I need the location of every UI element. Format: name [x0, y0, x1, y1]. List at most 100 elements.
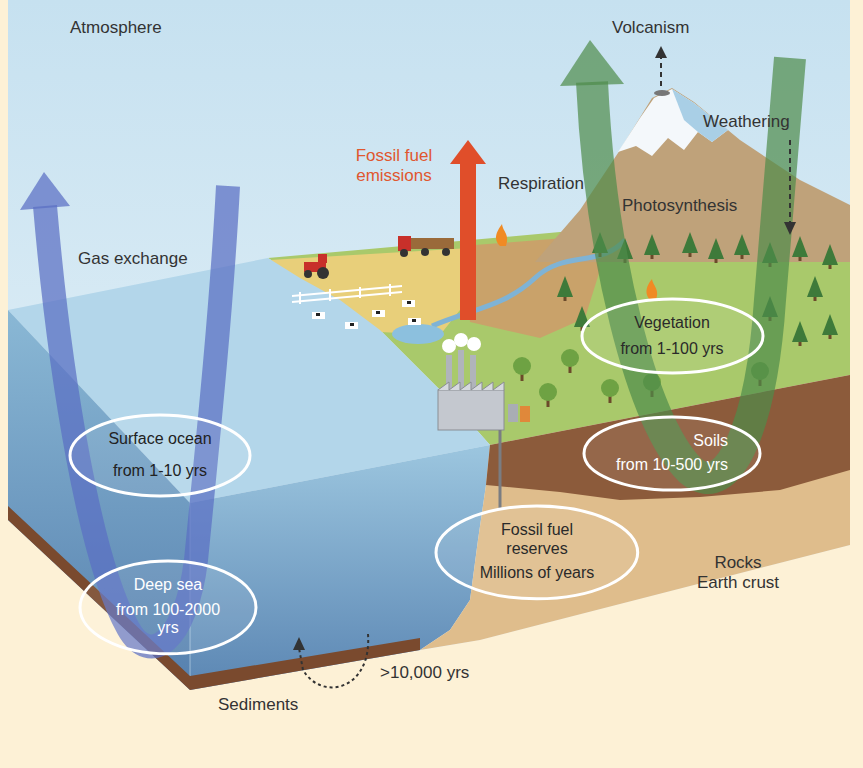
- storage-tank: [508, 404, 518, 422]
- tractor: [304, 254, 329, 279]
- ellipse-outline: [70, 415, 250, 496]
- tree: [792, 321, 808, 346]
- storage-tank: [520, 406, 530, 422]
- ellipse-node: Surface ocean from 1-10 yrs: [68, 413, 252, 498]
- ellipse-node: Vegetation from 1-100 yrs: [580, 297, 765, 375]
- ellipse-outline: [80, 561, 256, 654]
- soil-layer: [486, 375, 850, 500]
- truck-logs: [410, 238, 454, 249]
- fence: [292, 284, 402, 304]
- tree: [807, 276, 823, 301]
- truck-wheel: [442, 248, 450, 256]
- arrowhead: [784, 222, 796, 235]
- node-title: Fossil fuel reserves: [469, 521, 604, 558]
- text-label: Sediments: [218, 695, 298, 715]
- crater: [654, 90, 670, 96]
- truck-wheel: [400, 249, 408, 257]
- cows: [312, 300, 421, 329]
- tree: [601, 379, 619, 403]
- text-label: Weathering: [703, 112, 790, 132]
- pond: [392, 324, 444, 344]
- node-title: Soils: [693, 432, 728, 450]
- cow: [408, 318, 421, 325]
- arrowhead: [450, 140, 486, 164]
- node-subtitle: Millions of years: [480, 564, 595, 582]
- fence-post: [299, 292, 301, 304]
- ellipse-node: Deep seafrom 100-2000 yrs: [78, 559, 258, 656]
- sediment-cycle-arrow: [299, 634, 368, 687]
- truck-wheel: [421, 248, 429, 256]
- factory-roof: [438, 382, 504, 390]
- ellipse-outline: [584, 417, 760, 490]
- ellipse-outline: [436, 506, 638, 599]
- tree: [708, 238, 724, 263]
- node-subtitle: from 1-100 yrs: [620, 340, 723, 358]
- tree: [822, 314, 838, 339]
- tree: [513, 357, 531, 381]
- tractor-wheel: [317, 267, 329, 279]
- cow-spot: [412, 319, 416, 322]
- text-label: Volcanism: [612, 18, 689, 38]
- cow: [402, 300, 415, 307]
- cow-spot: [316, 313, 320, 316]
- tractor-cab: [318, 254, 327, 263]
- tree: [792, 236, 808, 261]
- arrowhead: [293, 637, 305, 650]
- node-title: Surface ocean: [108, 430, 211, 448]
- pipe: [499, 430, 502, 508]
- tree: [682, 232, 698, 257]
- fence-post: [389, 284, 391, 296]
- cow: [345, 322, 358, 329]
- weathering-arrow: [789, 140, 791, 224]
- cow-spot: [376, 311, 380, 314]
- sediment-layer: [8, 506, 420, 690]
- text-label: Respiration: [498, 174, 584, 194]
- rock-layer: [420, 375, 850, 650]
- truck-cab: [398, 236, 411, 251]
- photosynthesis-arrow: [592, 58, 790, 478]
- tree: [644, 234, 660, 259]
- fence-rail: [292, 292, 402, 302]
- tree: [822, 244, 838, 269]
- cow: [372, 310, 385, 317]
- truck: [398, 236, 454, 257]
- tree: [539, 383, 557, 407]
- node-subtitle: from 1-10 yrs: [113, 462, 207, 480]
- tree: [561, 349, 579, 373]
- ellipse-node: Fossil fuel reservesMillions of years: [434, 504, 640, 601]
- smoke: [454, 333, 468, 347]
- text-label: Rocks Earth crust: [693, 553, 783, 594]
- fence-post: [359, 287, 361, 298]
- factory: [438, 333, 530, 508]
- node-subtitle: from 10-500 yrs: [616, 456, 728, 474]
- smoke: [442, 339, 456, 353]
- text-label: Gas exchange: [78, 249, 188, 269]
- node-text-group: Fossil fuel reservesMillions of years: [469, 521, 604, 582]
- ellipse-outline: [580, 297, 765, 375]
- text-label: >10,000 yrs: [380, 663, 469, 683]
- ellipse-outline: [582, 299, 763, 373]
- node-text-group: Surface ocean from 1-10 yrs: [108, 430, 211, 481]
- ellipse-outline: [68, 413, 252, 498]
- fence-post: [329, 289, 331, 301]
- emissions-arrow: [460, 160, 476, 320]
- smoke: [467, 337, 481, 351]
- cow-spot: [350, 323, 354, 326]
- cow-spot: [407, 301, 411, 304]
- arrowhead: [20, 172, 70, 210]
- node-title: Deep sea: [134, 576, 203, 594]
- cow: [312, 312, 325, 319]
- tree: [734, 234, 750, 259]
- ellipse-node: Soils from 10-500 yrs: [582, 415, 762, 492]
- sky: [8, 0, 850, 690]
- text-label: Fossil fuel emissions: [338, 146, 450, 187]
- node-text-group: Vegetation from 1-100 yrs: [620, 314, 723, 359]
- tractor-wheel: [304, 270, 312, 278]
- node-title: Vegetation: [634, 314, 710, 332]
- node-text-group: Soils from 10-500 yrs: [616, 432, 728, 475]
- fire: [646, 279, 657, 300]
- arrowhead: [560, 40, 624, 86]
- volcanism-arrow: [660, 56, 662, 86]
- arrowhead: [655, 46, 667, 58]
- node-text-group: Deep seafrom 100-2000 yrs: [113, 576, 223, 637]
